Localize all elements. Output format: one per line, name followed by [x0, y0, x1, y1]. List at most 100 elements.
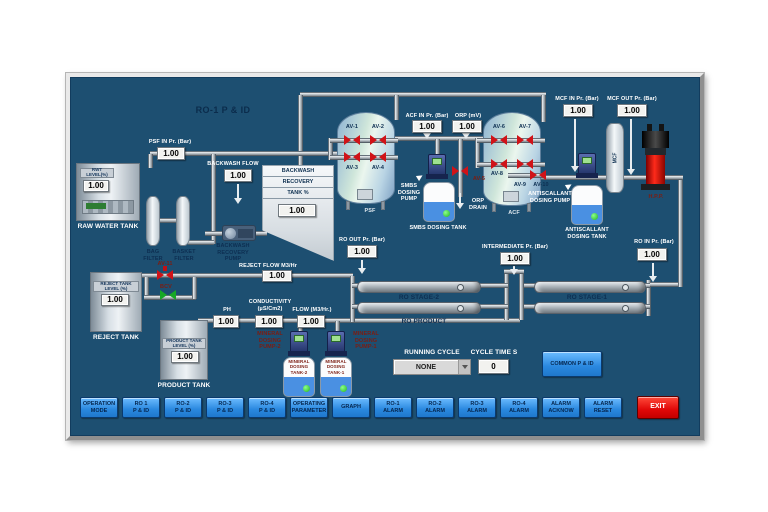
psf-instrument [357, 189, 373, 200]
valve-av-4 [370, 152, 386, 163]
valve-av-8 [491, 159, 507, 170]
hpp-label: H.P.P. [648, 194, 664, 200]
nav-operation-mode-button[interactable]: OPERATION MODE [80, 397, 118, 418]
level-indicator-dot [340, 385, 347, 392]
pipe [642, 304, 650, 309]
down-arrow-icon [627, 119, 635, 175]
valve-av-3 [344, 152, 360, 163]
valve-av-2 [370, 135, 386, 146]
antiscalant-dosing-tank [571, 185, 603, 225]
running-cycle-value: NONE [415, 363, 437, 371]
raw-water-tank-label: RAW WATER TANK [77, 223, 139, 230]
backwash-tank-label-2: RECOVERY [263, 177, 333, 188]
nav-ro1-alarm-button[interactable]: RO-1 ALARM [374, 397, 412, 418]
pipe [435, 139, 440, 157]
pipe [198, 318, 520, 323]
valve-av-11-label: AV-11 [157, 261, 173, 267]
hpp-body [646, 155, 665, 184]
dropdown-arrow-icon[interactable] [458, 360, 470, 374]
pipe [394, 95, 399, 120]
reject-level-value: 1.00 [101, 294, 129, 306]
mineral-dosing-pump-1 [325, 331, 347, 356]
pipe [138, 273, 353, 278]
valve-av-5 [452, 166, 468, 177]
valve-av-6-label: AV-6 [492, 124, 506, 130]
acf-label: ACF [508, 210, 520, 216]
acf-in-pressure-value: 1.00 [412, 120, 442, 133]
valve-av-7 [517, 135, 533, 146]
level-indicator-dot [303, 385, 310, 392]
pipe [524, 283, 538, 288]
antiscalant-tank-label: ANTISCALLANT DOSING TANK [565, 227, 609, 240]
product-level-value: 1.00 [171, 351, 199, 363]
mineral-tank-2-label: MINERAL DOSING TANK-2 [288, 359, 310, 375]
mcf-out-pressure-label: MCF OUT Pr. (Bar) [607, 96, 657, 102]
intermediate-pressure-value: 1.00 [500, 252, 530, 265]
running-cycle-dropdown[interactable]: NONE [393, 359, 471, 375]
hpp-prong [647, 124, 652, 132]
psf-in-pressure-value: 1.00 [157, 147, 185, 160]
orp-drain-label: ORP DRAIN [469, 198, 487, 211]
valve-av-3-label: AV-3 [345, 165, 359, 171]
nav-ro1-pid-button[interactable]: RO 1 P & ID [122, 397, 160, 418]
pipe [678, 179, 683, 287]
down-arrow-icon [571, 119, 579, 172]
smbs-dosing-tank [423, 182, 455, 222]
mineral-pump-2-label: MINERAL DOSING PUMP-2 [257, 331, 283, 351]
valve-av-4-label: AV-4 [371, 165, 385, 171]
mineral-tank-1-label: MINERAL DOSING TANK-1 [325, 359, 347, 375]
valve-av-9 [517, 159, 533, 170]
hpp-pump [641, 124, 671, 190]
nav-graph-button[interactable]: GRAPH [332, 397, 370, 418]
product-tank-label: PRODUCT TANK [157, 382, 211, 389]
pipe [477, 138, 545, 143]
nav-alarm-acknow-button[interactable]: ALARM ACKNOW [542, 397, 580, 418]
nav-ro3-alarm-button[interactable]: RO-3 ALARM [458, 397, 496, 418]
pipe [144, 277, 149, 299]
valve-av-1 [344, 135, 360, 146]
mcf-out-pressure-value: 1.00 [617, 104, 647, 117]
mcf-in-pressure-value: 1.00 [563, 104, 593, 117]
pipe [478, 283, 508, 288]
reject-flow-label: REJECT FLOW M3/Hr [239, 263, 297, 269]
valve-av-2-label: AV-2 [371, 124, 385, 130]
nav-ro3-pid-button[interactable]: RO-3 P & ID [206, 397, 244, 418]
antiscalant-dosing-pump [576, 153, 598, 178]
nav-operating-parameter-button[interactable]: OPERATING PARAMETER [290, 397, 328, 418]
nav-ro4-pid-button[interactable]: RO-4 P & ID [248, 397, 286, 418]
psf-leg [346, 201, 350, 210]
backwash-flow-label: BACKWASH FLOW [207, 161, 259, 167]
pipe [350, 276, 355, 322]
down-arrow-icon [456, 193, 464, 209]
reject-flow-value: 1.00 [262, 270, 292, 282]
nav-ro4-alarm-button[interactable]: RO-4 ALARM [500, 397, 538, 418]
smbs-pump-label: SMBS DOSING PUMP [397, 183, 421, 203]
ro-stage-1-label: RO STAGE-1 [566, 294, 608, 301]
exit-button[interactable]: EXIT [637, 396, 679, 419]
level-indicator-dot [591, 213, 598, 220]
ro-in-pressure-value: 1.00 [637, 248, 667, 261]
pipe [328, 138, 333, 160]
pipe [330, 155, 398, 160]
valve-av-7-label: AV-7 [518, 124, 532, 130]
pipe [650, 282, 682, 287]
nav-ro2-pid-button[interactable]: RO-2 P & ID [164, 397, 202, 418]
nav-alarm-reset-button[interactable]: ALARM RESET [584, 397, 622, 418]
smbs-tank-label: SMBS DOSING TANK [409, 225, 467, 231]
antiscalant-pump-label: ANTISCALLANT DOSING PUMP [528, 191, 572, 204]
nav-ro2-alarm-button[interactable]: RO-2 ALARM [416, 397, 454, 418]
hpp-prong [659, 124, 664, 132]
membrane-port-icon [457, 284, 464, 291]
common-pid-button[interactable]: COMMON P & ID [542, 351, 602, 377]
down-arrow-icon [510, 266, 518, 275]
valve-av-9-label: AV-9 [513, 182, 527, 188]
pipe [504, 269, 509, 320]
ro-out-pressure-label: RO OUT Pr. (Bar) [339, 237, 385, 243]
orp-label: ORP (mV) [454, 113, 482, 119]
pipe [478, 304, 508, 309]
pipe [148, 154, 153, 168]
mineral-dosing-pump-2 [288, 331, 310, 356]
backwash-tank-level-value: 1.00 [278, 204, 316, 217]
pipe [335, 321, 340, 332]
